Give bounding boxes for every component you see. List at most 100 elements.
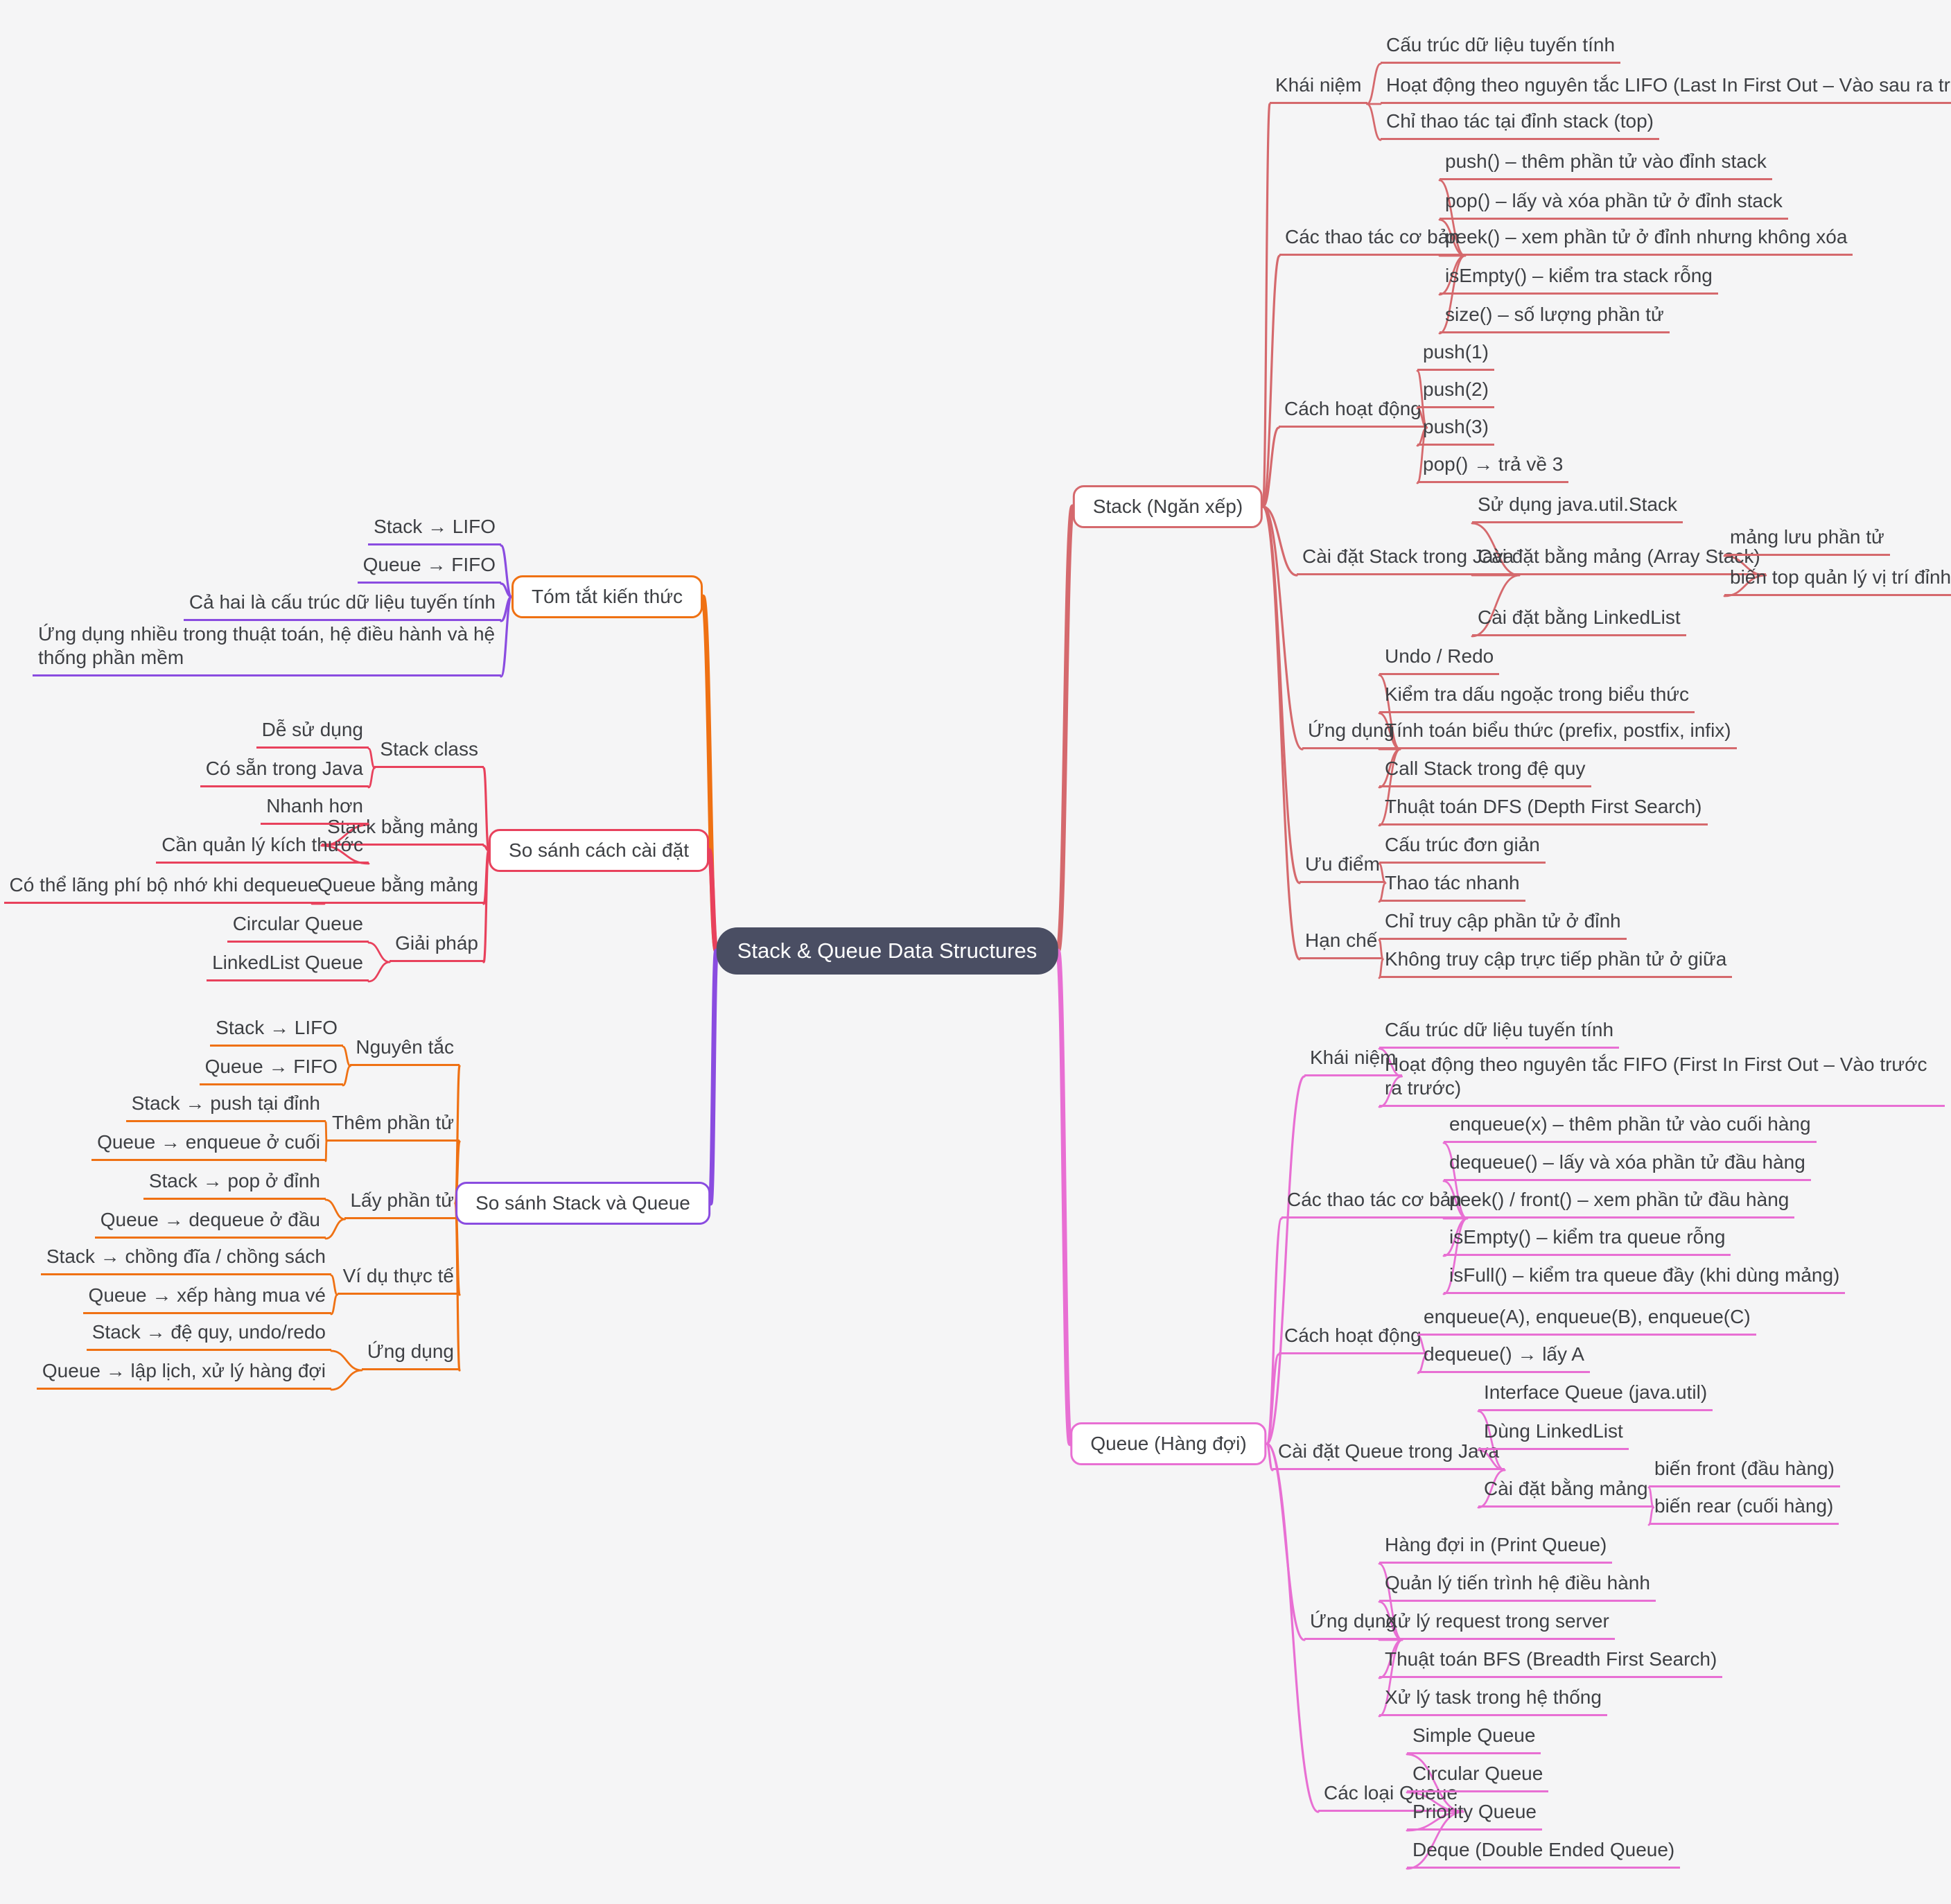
mindmap-topic[interactable]: Hạn chế (1300, 929, 1383, 959)
mindmap-leaf[interactable]: Hoạt động theo nguyên tắc FIFO (First In… (1379, 1053, 1945, 1107)
mindmap-topic[interactable]: Cài đặt bằng mảng (Array Stack) (1472, 545, 1766, 575)
mindmap-topic[interactable]: Ví dụ thực tế (337, 1264, 460, 1295)
mindmap-leaf[interactable]: push(2) (1417, 378, 1494, 408)
mindmap-topic[interactable]: Giải pháp (390, 932, 484, 962)
mindmap-leaf[interactable]: Thao tác nhanh (1379, 871, 1525, 902)
mindmap-leaf[interactable]: Tính toán biểu thức (prefix, postfix, in… (1379, 719, 1737, 749)
mindmap-topic[interactable]: Queue bằng mảng (312, 873, 484, 904)
mindmap-leaf[interactable]: Sử dụng java.util.Stack (1472, 493, 1683, 523)
mindmap-leaf[interactable]: Có sẵn trong Java (200, 757, 369, 787)
branch-node-queue[interactable]: Queue (Hàng đợi) (1070, 1422, 1267, 1465)
mindmap-leaf[interactable]: LinkedList Queue (207, 951, 369, 981)
mindmap-leaf[interactable]: Simple Queue (1407, 1724, 1541, 1754)
mindmap-leaf[interactable]: Xử lý task trong hệ thống (1379, 1686, 1607, 1716)
mindmap-topic[interactable]: Khái niệm (1270, 73, 1367, 104)
mindmap-leaf[interactable]: Chỉ thao tác tại đỉnh stack (top) (1381, 110, 1659, 140)
mindmap-leaf[interactable]: Hàng đợi in (Print Queue) (1379, 1533, 1613, 1564)
mindmap-leaf[interactable]: biến top quản lý vị trí đỉnh (1724, 566, 1951, 596)
mindmap-leaf[interactable]: Circular Queue (1407, 1762, 1549, 1792)
mindmap-leaf[interactable]: Deque (Double Ended Queue) (1407, 1838, 1681, 1869)
mindmap-topic[interactable]: Nguyên tắc (350, 1036, 460, 1066)
mindmap-leaf[interactable]: Hoạt động theo nguyên tắc LIFO (Last In … (1381, 73, 1951, 104)
mindmap-topic[interactable]: Các thao tác cơ bản (1281, 1188, 1467, 1219)
mindmap-leaf[interactable]: Cấu trúc dữ liệu tuyến tính (1379, 1018, 1620, 1049)
edge-path (1261, 426, 1280, 508)
branch-node-impl[interactable]: So sánh cách cài đặt (489, 829, 709, 872)
mindmap-leaf[interactable]: mảng lưu phần tử (1724, 525, 1890, 556)
mindmap-leaf[interactable]: pop() → trả về 3 (1417, 453, 1569, 483)
mindmap-leaf[interactable]: Queue → enqueue ở cuối (91, 1130, 326, 1161)
mindmap-topic[interactable]: Ứng dụng (361, 1340, 460, 1370)
mindmap-leaf[interactable]: Circular Queue (227, 912, 369, 943)
mindmap-leaf[interactable]: isEmpty() – kiểm tra stack rỗng (1440, 264, 1718, 295)
branch-node-stack[interactable]: Stack (Ngăn xếp) (1072, 485, 1263, 528)
mindmap-leaf[interactable]: Stack → LIFO (210, 1016, 343, 1047)
mindmap-leaf[interactable]: Nhanh hơn (261, 794, 369, 825)
mindmap-leaf[interactable]: Cài đặt bằng LinkedList (1472, 606, 1686, 636)
mindmap-topic[interactable]: Cài đặt Queue trong Java (1272, 1440, 1505, 1470)
mindmap-topic[interactable]: Ứng dụng (1302, 719, 1401, 749)
mindmap-leaf[interactable]: Queue → dequeue ở đầu (94, 1208, 326, 1239)
mindmap-leaf[interactable]: Call Stack trong đệ quy (1379, 757, 1591, 787)
mindmap-leaf[interactable]: Quản lý tiến trình hệ điều hành (1379, 1571, 1656, 1602)
mindmap-leaf[interactable]: isFull() – kiểm tra queue đầy (khi dùng … (1444, 1264, 1846, 1294)
mindmap-topic[interactable]: Khái niệm (1304, 1046, 1402, 1076)
mindmap-leaf[interactable]: peek() / front() – xem phần tử đầu hàng (1444, 1188, 1795, 1219)
mindmap-topic[interactable]: Thêm phần tử (326, 1111, 460, 1142)
mindmap-topic[interactable]: Lấy phần tử (344, 1189, 460, 1219)
mindmap-leaf[interactable]: Xử lý request trong server (1379, 1609, 1615, 1640)
mindmap-leaf[interactable]: size() – số lượng phần tử (1440, 303, 1670, 333)
mindmap-leaf[interactable]: pop() – lấy và xóa phần tử ở đỉnh stack (1440, 189, 1788, 220)
mindmap-leaf[interactable]: enqueue(A), enqueue(B), enqueue(C) (1418, 1305, 1756, 1336)
mindmap-leaf[interactable]: Stack → LIFO (368, 515, 501, 545)
mindmap-topic[interactable]: Ứng dụng (1304, 1609, 1403, 1640)
mindmap-topic[interactable]: Cài đặt Stack trong Java (1297, 545, 1520, 575)
mindmap-leaf[interactable]: Thuật toán BFS (Breadth First Search) (1379, 1648, 1723, 1678)
mindmap-leaf[interactable]: biến front (đầu hàng) (1649, 1457, 1840, 1487)
mindmap-leaf[interactable]: Dùng LinkedList (1478, 1420, 1629, 1450)
mindmap-leaf[interactable]: Stack → chồng đĩa / chồng sách (40, 1245, 331, 1275)
mindmap-leaf[interactable]: dequeue() – lấy và xóa phần tử đầu hàng (1444, 1151, 1811, 1181)
mindmap-leaf[interactable]: Dễ sử dụng (256, 718, 369, 749)
mindmap-leaf[interactable]: Queue → xếp hàng mua vé (82, 1284, 331, 1314)
mindmap-leaf[interactable]: Kiểm tra dấu ngoặc trong biểu thức (1379, 683, 1695, 713)
mindmap-leaf[interactable]: push(1) (1417, 340, 1494, 371)
mindmap-leaf[interactable]: Stack → pop ở đỉnh (143, 1169, 326, 1200)
mindmap-leaf[interactable]: Interface Queue (java.util) (1478, 1381, 1713, 1411)
mindmap-leaf[interactable]: Cả hai là cấu trúc dữ liệu tuyến tính (183, 591, 501, 621)
branch-node-summary[interactable]: Tóm tắt kiến thức (511, 575, 703, 618)
mindmap-leaf[interactable]: enqueue(x) – thêm phần tử vào cuối hàng (1444, 1112, 1817, 1143)
mindmap-leaf[interactable]: push() – thêm phần tử vào đỉnh stack (1440, 150, 1772, 180)
mindmap-leaf[interactable]: Stack → đệ quy, undo/redo (86, 1320, 331, 1351)
mindmap-topic[interactable]: Stack class (374, 737, 484, 768)
branch-node-compare[interactable]: So sánh Stack và Queue (455, 1182, 710, 1225)
mindmap-leaf[interactable]: dequeue() → lấy A (1418, 1343, 1590, 1373)
edge-path (1266, 1075, 1306, 1445)
mindmap-leaf[interactable]: Queue → FIFO (199, 1055, 343, 1085)
mindmap-topic[interactable]: Cài đặt bằng mảng (1478, 1477, 1654, 1508)
mindmap-leaf[interactable]: isEmpty() – kiểm tra queue rỗng (1444, 1225, 1731, 1256)
mindmap-topic[interactable]: Các thao tác cơ bản (1279, 225, 1465, 256)
mindmap-leaf[interactable]: biến rear (cuối hàng) (1649, 1494, 1839, 1525)
mindmap-leaf[interactable]: Cần quản lý kích thước (156, 833, 369, 864)
mindmap-leaf[interactable]: Cấu trúc đơn giản (1379, 833, 1546, 864)
root-node[interactable]: Stack & Queue Data Structures (716, 927, 1058, 975)
mindmap-topic[interactable]: Ưu điểm (1300, 853, 1385, 883)
mindmap-topic[interactable]: Stack bằng mảng (322, 815, 484, 846)
mindmap-topic[interactable]: Các loại Queue (1318, 1781, 1464, 1812)
mindmap-topic[interactable]: Cách hoạt động (1279, 397, 1427, 428)
mindmap-leaf[interactable]: Thuật toán DFS (Depth First Search) (1379, 795, 1708, 826)
mindmap-leaf[interactable]: Ứng dụng nhiều trong thuật toán, hệ điều… (33, 622, 501, 676)
mindmap-leaf[interactable]: Chỉ truy cập phần tử ở đỉnh (1379, 909, 1627, 940)
mindmap-leaf[interactable]: peek() – xem phần tử ở đỉnh nhưng không … (1440, 225, 1853, 256)
mindmap-leaf[interactable]: Undo / Redo (1379, 645, 1500, 675)
mindmap-leaf[interactable]: Cấu trúc dữ liệu tuyến tính (1381, 33, 1621, 64)
mindmap-topic[interactable]: Cách hoạt động (1279, 1324, 1427, 1354)
mindmap-leaf[interactable]: push(3) (1417, 415, 1494, 446)
mindmap-leaf[interactable]: Stack → push tại đỉnh (125, 1092, 326, 1122)
mindmap-leaf[interactable]: Queue → FIFO (357, 553, 501, 584)
mindmap-leaf[interactable]: Không truy cập trực tiếp phần tử ở giữa (1379, 947, 1733, 978)
mindmap-leaf[interactable]: Priority Queue (1407, 1800, 1542, 1831)
mindmap-leaf[interactable]: Queue → lập lịch, xử lý hàng đợi (36, 1359, 331, 1390)
mindmap-leaf[interactable]: Có thể lãng phí bộ nhớ khi dequeue (3, 873, 324, 904)
